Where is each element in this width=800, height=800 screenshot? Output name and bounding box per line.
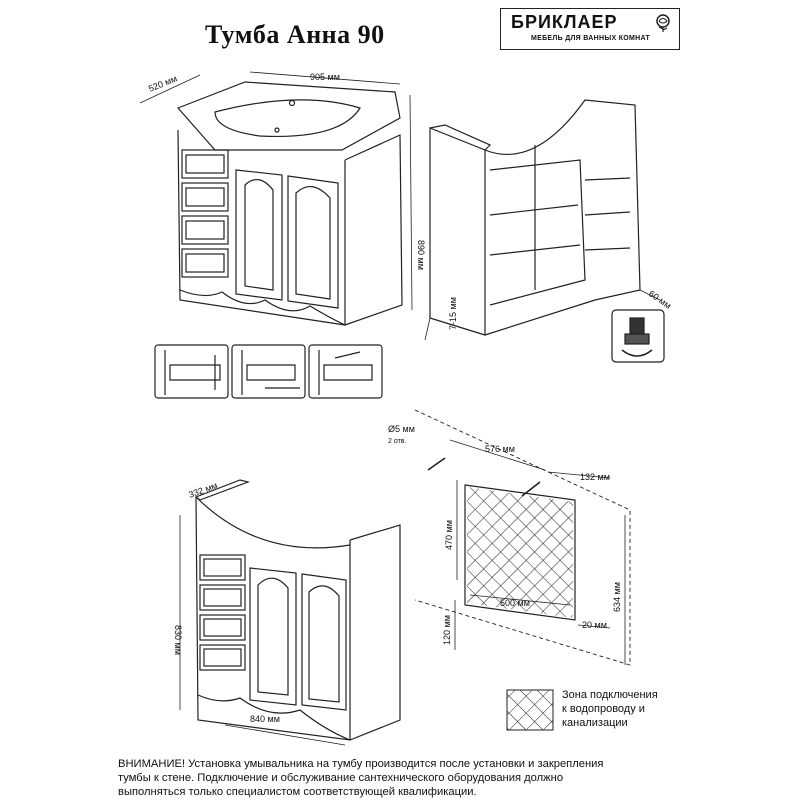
legend-swatch: [506, 689, 554, 731]
dim-bottom-depth: 332 мм: [187, 480, 219, 500]
logo-brand: БРИКЛАЕР: [511, 12, 618, 32]
dim-side-offset: 132 мм: [580, 472, 610, 482]
dim-bottom-height: 830 мм: [173, 625, 183, 655]
foot-adjust-icon: [611, 309, 665, 363]
warning-line: тумбы к стене. Подключение и обслуживани…: [118, 772, 564, 784]
warning-line: выполняться только специалистом соответс…: [118, 786, 477, 798]
dim-hole-spacing: 576 мм: [485, 444, 515, 454]
vanity-back-view-drawing: [424, 99, 661, 341]
dim-top-height: 890 мм: [416, 240, 426, 270]
hinge-adjust-icons: [154, 344, 383, 399]
legend: Зона подключения к водопроводу и канализ…: [562, 688, 658, 730]
dim-mount-height: 634 мм: [612, 582, 622, 612]
legend-line: канализации: [562, 717, 628, 729]
dim-back-gap: 60 мм: [647, 288, 673, 310]
dim-hole-diameter: Ø5 мм: [388, 424, 415, 434]
connection-zone-hatch: [467, 487, 573, 618]
page-title: Тумба Анна 90: [205, 20, 385, 49]
dim-zone-width: 500 мм: [500, 598, 530, 608]
dim-zone-height: 470 мм: [444, 520, 454, 550]
rose-icon: [656, 14, 670, 32]
dim-leg-adjust: 7-15 мм: [448, 297, 458, 330]
dim-side-gap: 20 мм: [582, 620, 607, 630]
brand-logo: БРИКЛАЕР МЕБЕЛЬ ДЛЯ ВАННЫХ КОМНАТ: [500, 8, 680, 50]
dim-top-width: 905 мм: [310, 72, 340, 82]
vanity-cabinet-drawing: [179, 479, 401, 746]
legend-line: к водопроводу и: [562, 703, 645, 715]
dim-hole-count: 2 отв.: [388, 438, 407, 445]
dim-floor-gap: 120 мм: [442, 615, 452, 645]
legend-line: Зона подключения: [562, 689, 658, 701]
warning-note: ВНИМАНИЕ! Установка умывальника на тумбу…: [118, 757, 678, 799]
vanity-assembled-drawing: [139, 71, 413, 326]
dim-bottom-width: 840 мм: [250, 714, 280, 724]
logo-tagline: МЕБЕЛЬ ДЛЯ ВАННЫХ КОМНАТ: [531, 35, 651, 42]
warning-line: ВНИМАНИЕ! Установка умывальника на тумбу…: [118, 758, 604, 770]
dim-top-depth: 520 мм: [147, 73, 178, 93]
